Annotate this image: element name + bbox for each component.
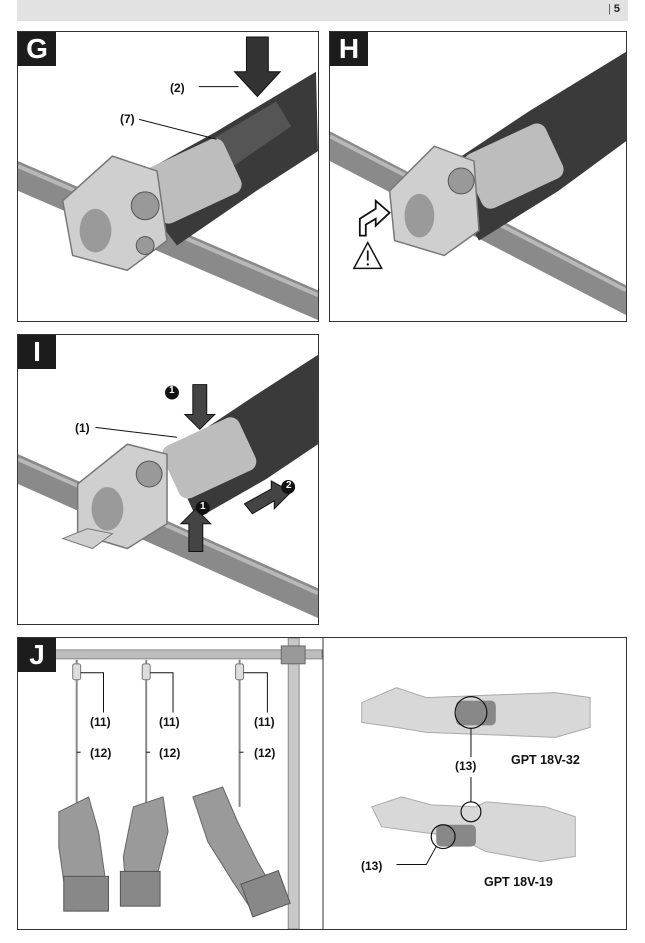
page-number-value: 5 bbox=[613, 3, 620, 15]
tool-gpt-18v-19 bbox=[370, 796, 576, 862]
step-marker-1a: 1 bbox=[169, 385, 175, 396]
hanger-label-2: (11) bbox=[159, 715, 180, 729]
cable-label-3: (12) bbox=[254, 746, 276, 760]
callout-7: (7) bbox=[120, 112, 135, 126]
hanger-label-1: (11) bbox=[90, 715, 111, 729]
mount-label-2: (13) bbox=[361, 859, 383, 873]
step-marker-2: 2 bbox=[286, 480, 292, 491]
step-marker-1b: 1 bbox=[200, 501, 206, 512]
hanger-label-3: (11) bbox=[254, 715, 275, 729]
mount-label-1: (13) bbox=[455, 759, 477, 773]
figure-letter-i: I bbox=[18, 335, 56, 369]
model-label-gpt-18v-32: GPT 18V-32 bbox=[511, 753, 580, 767]
press-arrow-icon bbox=[183, 384, 216, 431]
model-label-gpt-18v-19: GPT 18V-19 bbox=[484, 875, 553, 889]
cable-label-1: (12) bbox=[90, 746, 112, 760]
press-arrow-icon bbox=[233, 36, 282, 98]
slide-arrow-icon bbox=[243, 480, 292, 515]
warning-triangle-icon bbox=[352, 240, 383, 270]
page-number: |5 bbox=[608, 3, 620, 15]
tool-gpt-18v-32 bbox=[361, 687, 591, 738]
figure-h: H bbox=[329, 31, 627, 322]
figure-letter-g: G bbox=[18, 32, 56, 66]
figure-j: J bbox=[17, 637, 627, 930]
hanging-tool-1 bbox=[58, 796, 110, 912]
figure-i: I 1 1 2 (1) bbox=[17, 334, 319, 625]
figure-g: G (2) (7) bbox=[17, 31, 319, 322]
cable-label-2: (12) bbox=[159, 746, 181, 760]
callout-2: (2) bbox=[170, 81, 185, 95]
hanging-tool-3 bbox=[192, 786, 291, 918]
figure-j-illustration bbox=[53, 638, 591, 929]
press-arrow-icon bbox=[179, 508, 212, 552]
figure-letter-j: J bbox=[18, 638, 56, 672]
figure-h-illustration bbox=[330, 51, 626, 316]
slide-arrow-icon bbox=[358, 198, 391, 237]
header-bar: |5 bbox=[17, 0, 628, 21]
figure-letter-h: H bbox=[330, 32, 368, 66]
figure-i-illustration bbox=[18, 354, 318, 619]
hanging-tool-2 bbox=[119, 796, 169, 907]
figure-g-illustration bbox=[18, 36, 318, 321]
callout-1: (1) bbox=[75, 421, 90, 435]
